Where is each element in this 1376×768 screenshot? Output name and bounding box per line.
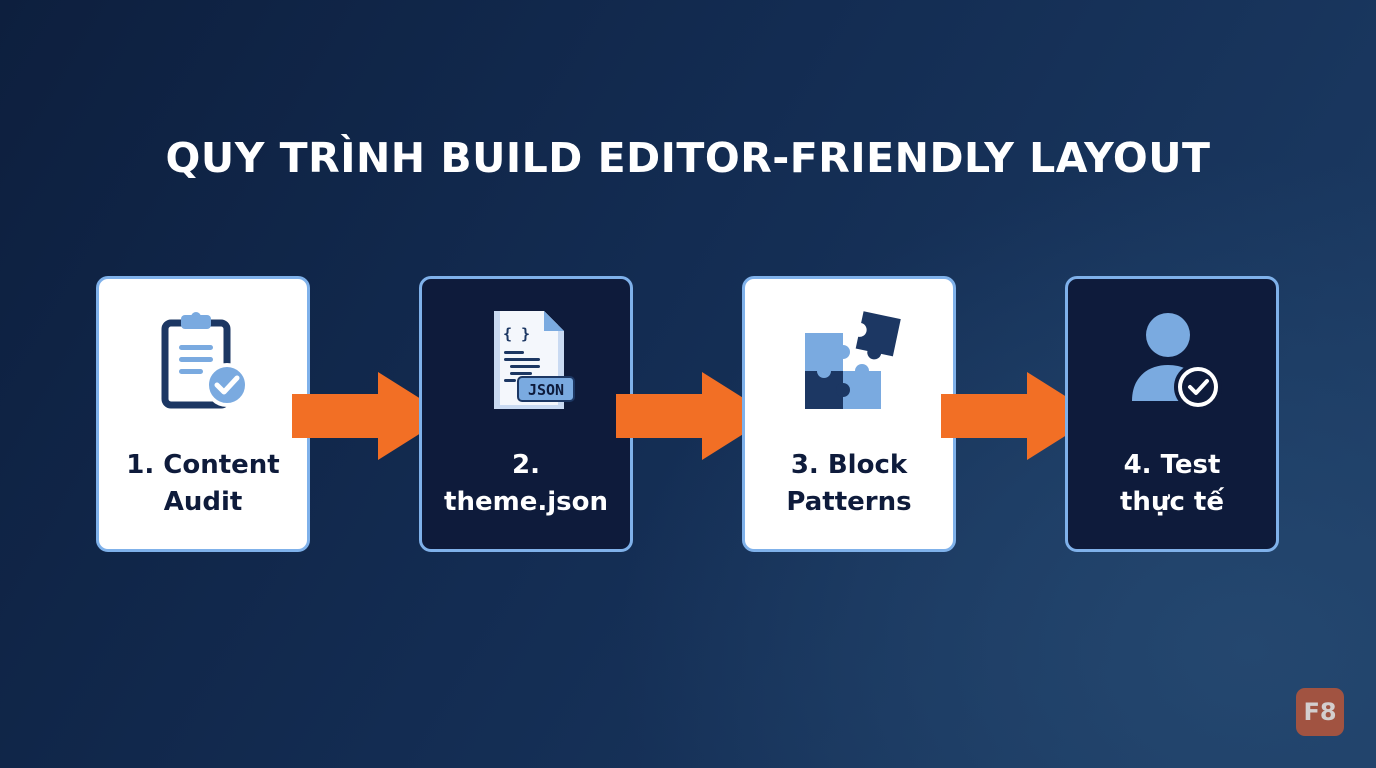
step-label-line1: 4. Test — [1123, 450, 1221, 480]
json-braces-text: { } — [503, 325, 530, 343]
step-label-line2: thực tế — [1120, 487, 1224, 517]
json-file-icon: { } JSON — [470, 305, 582, 417]
f8-logo-badge: F8 — [1296, 688, 1344, 736]
step-card-test: 4. Test thực tế — [1065, 276, 1279, 552]
arrow-right-icon — [941, 372, 1097, 460]
page-title: QUY TRÌNH BUILD EDITOR-FRIENDLY LAYOUT — [165, 134, 1211, 182]
step-card-block-patterns: 3. Block Patterns — [742, 276, 956, 552]
step-label-line1: 1. Content — [126, 450, 280, 480]
step-label-line1: 3. Block — [790, 450, 908, 480]
user-check-icon — [1116, 305, 1228, 417]
puzzle-icon — [793, 305, 905, 417]
step-label-line2: Audit — [163, 487, 243, 517]
arrow-right-icon — [616, 372, 772, 460]
step-label-line2: Patterns — [786, 487, 912, 517]
step-card-theme-json: { } JSON 2. theme.json — [419, 276, 633, 552]
json-badge-text: JSON — [528, 381, 564, 399]
step-label-line1: 2. — [512, 450, 540, 480]
step-label-line2: theme.json — [444, 487, 608, 517]
step-card-content-audit: 1. Content Audit — [96, 276, 310, 552]
clipboard-check-icon — [147, 305, 259, 417]
arrow-right-icon — [292, 372, 448, 460]
